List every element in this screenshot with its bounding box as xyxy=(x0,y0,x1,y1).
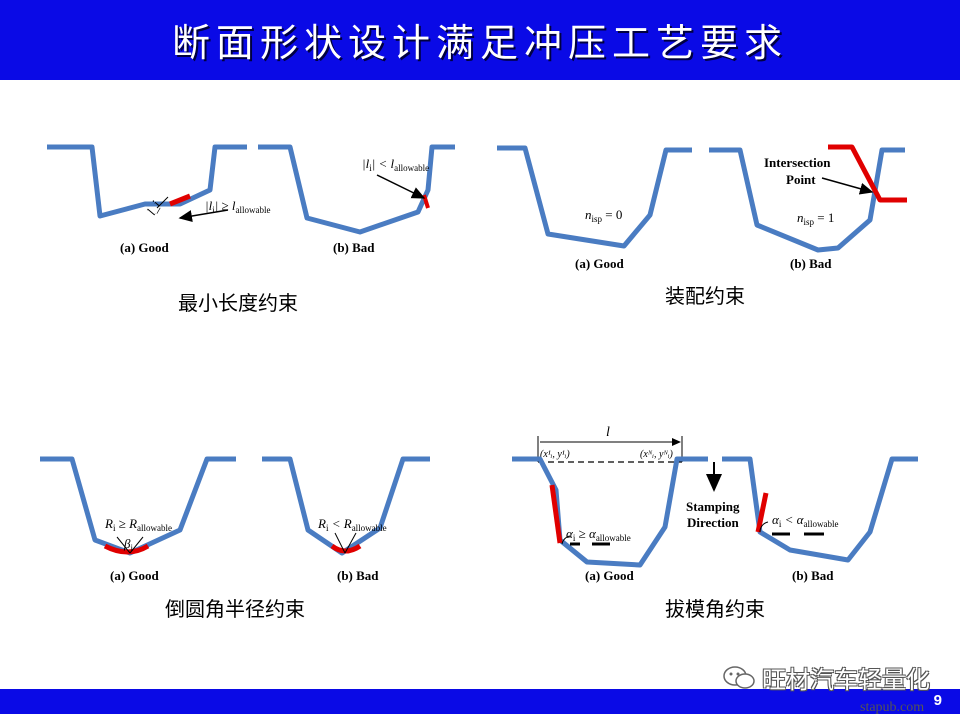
page-number: 9 xyxy=(933,692,942,709)
fillet-good-radius-a xyxy=(116,536,131,554)
fillet-bad-profile xyxy=(262,456,430,556)
stamping-label-2: Direction xyxy=(687,515,740,530)
intersection-label-1: Intersection xyxy=(764,155,831,170)
draft-bad-label: αi < αallowable xyxy=(772,512,838,529)
assembly-good-profile xyxy=(497,145,692,249)
fillet-bad-label: Ri < Rallowable xyxy=(317,516,387,533)
min-length-good-caption: (a) Good xyxy=(120,240,170,255)
draft-good-profile xyxy=(512,456,708,568)
fillet-bad-caption: (b) Bad xyxy=(337,568,379,583)
website-watermark: stapub.com xyxy=(860,700,925,715)
fillet-good-label: Ri ≥ Rallowable xyxy=(104,516,172,533)
intersection-arrow xyxy=(821,177,874,195)
fillet-good-caption: (a) Good xyxy=(110,568,160,583)
bad-pointer-arrow xyxy=(376,174,426,199)
draft-good-angle-arc xyxy=(561,535,571,545)
coord-right: (xᴺᵢ, yᴺᵢ) xyxy=(640,449,674,460)
stamping-label-1: Stamping xyxy=(686,499,740,514)
draft-good-caption: (a) Good xyxy=(585,568,635,583)
vector-l-label: l_i xyxy=(144,198,164,218)
caption-fillet: 倒圆角半径约束 xyxy=(165,597,305,621)
short-segment-good xyxy=(169,193,191,207)
fillet-good-radius-b xyxy=(129,536,144,554)
assembly-bad-equation: nisp = 1 xyxy=(797,210,834,227)
draft-bad-profile xyxy=(722,456,918,563)
caption-min-length: 最小长度约束 xyxy=(178,291,298,315)
draft-bad-wall xyxy=(755,492,769,533)
good-pointer-arrow xyxy=(178,209,229,222)
caption-assembly: 装配约束 xyxy=(665,284,745,308)
assembly-bad-profile xyxy=(709,144,907,253)
intersection-label-2: Point xyxy=(786,172,816,187)
title-bar xyxy=(0,0,960,80)
dimension-line xyxy=(156,196,169,209)
draft-good-wall xyxy=(549,484,563,544)
fillet-beta-label: βi xyxy=(123,536,133,553)
bad-length-label: |li| < lallowable xyxy=(362,156,429,173)
footer-bar xyxy=(0,689,960,714)
assembly-good-caption: (a) Good xyxy=(575,256,625,271)
draft-bad-angle-arc xyxy=(759,521,769,533)
draft-l-label: l xyxy=(606,425,610,440)
good-length-label: |li| ≥ lallowable xyxy=(205,198,271,215)
assembly-bad-caption: (b) Bad xyxy=(790,256,832,271)
fillet-good-profile xyxy=(40,456,236,556)
wechat-icon xyxy=(723,666,755,689)
fillet-bad-radius-a xyxy=(334,532,346,554)
draft-good-label: αi ≥ αallowable xyxy=(566,526,631,543)
slide-title: 断面形状设计满足冲压工艺要求 xyxy=(171,21,788,65)
fillet-bad-radius-b xyxy=(344,532,357,554)
draft-bad-caption: (b) Bad xyxy=(792,568,834,583)
fillet-bad-arc xyxy=(330,543,362,554)
coord-left: (x¹ᵢ, y¹ᵢ) xyxy=(540,449,570,460)
fillet-good-arc xyxy=(103,543,150,555)
caption-draft: 拔模角约束 xyxy=(665,597,765,621)
assembly-good-equation: nisp = 0 xyxy=(585,207,622,224)
min-length-good-profile xyxy=(47,144,247,219)
min-length-bad-caption: (b) Bad xyxy=(333,240,375,255)
watermark-text: 旺材汽车轻量化 xyxy=(762,666,930,694)
intersecting-profile xyxy=(828,144,907,203)
min-length-bad-profile xyxy=(258,144,455,235)
